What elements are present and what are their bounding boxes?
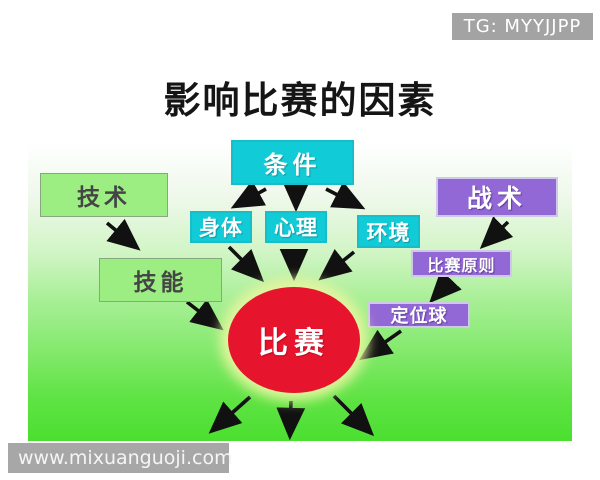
arrow-environment-match <box>318 249 356 281</box>
node-psychology-label: 心理 <box>274 216 318 240</box>
node-match-label: 比赛 <box>258 326 330 361</box>
arrow-conditions-body <box>230 180 267 209</box>
arrow-match-outcome-down <box>276 400 306 441</box>
node-match-principles: 比赛原则 <box>411 250 512 277</box>
node-match: 比赛 <box>228 287 360 393</box>
arrow-setpiece-match <box>359 329 403 361</box>
arrow-match-outcome-right <box>332 394 375 437</box>
node-conditions: 条件 <box>231 140 354 185</box>
node-psychology: 心理 <box>265 211 327 243</box>
node-body: 身体 <box>190 211 252 243</box>
arrow-skill-match <box>185 299 224 331</box>
node-skill: 技能 <box>99 258 222 302</box>
arrow-body-match <box>227 245 265 283</box>
arrow-tactics-principles <box>479 216 514 249</box>
watermark-site-bar: www.mixuanguoji.com <box>8 443 233 473</box>
node-set-piece: 定位球 <box>368 302 470 328</box>
arrow-technique-skill <box>105 218 141 251</box>
node-conditions-label: 条件 <box>263 151 322 179</box>
node-tactics: 战术 <box>436 177 558 217</box>
node-match-principles-label: 比赛原则 <box>427 255 496 275</box>
node-technique: 技术 <box>40 173 168 217</box>
node-tactics-label: 战术 <box>466 184 527 213</box>
node-body-label: 身体 <box>199 216 243 240</box>
node-environment-label: 环境 <box>366 220 411 245</box>
arrow-conditions-environment <box>325 181 366 210</box>
node-skill-label: 技能 <box>133 270 188 296</box>
node-technique-label: 技术 <box>77 185 131 211</box>
watermark-tg-badge: TG: MYYJJPP <box>452 13 593 40</box>
watermark-site-text: www.mixuanguoji.com <box>18 447 233 469</box>
page-title: 影响比赛的因素 <box>163 79 437 122</box>
arrow-match-outcome-left <box>208 395 252 434</box>
node-set-piece-label: 定位球 <box>390 306 448 327</box>
watermark-tg-text: TG: MYYJJPP <box>463 16 582 37</box>
arrow-principles-setpiece <box>429 269 462 304</box>
node-environment: 环境 <box>357 215 420 248</box>
